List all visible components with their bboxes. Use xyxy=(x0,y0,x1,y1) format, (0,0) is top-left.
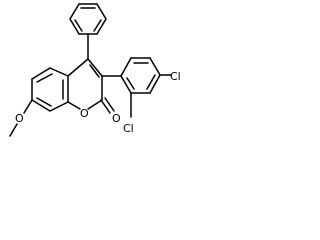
carbonyl-oxygen-label: O xyxy=(112,112,121,125)
ring-oxygen-label: O xyxy=(80,107,89,120)
phenyl-ring xyxy=(69,3,107,35)
dichlorophenyl-ring xyxy=(101,57,161,94)
benzo-ring xyxy=(31,67,69,112)
chlorine-bottom-label: Cl xyxy=(123,122,134,135)
carbonyl-bond xyxy=(100,97,115,114)
pyranone-ring xyxy=(67,58,103,110)
chemical-structure-diagram: Cl Cl O O O xyxy=(9,3,181,137)
chlorine-top-label: Cl xyxy=(170,70,181,83)
structure-canvas: Cl Cl O O O xyxy=(9,3,181,137)
methoxy-group xyxy=(9,99,33,137)
methoxy-oxygen-label: O xyxy=(15,112,24,125)
